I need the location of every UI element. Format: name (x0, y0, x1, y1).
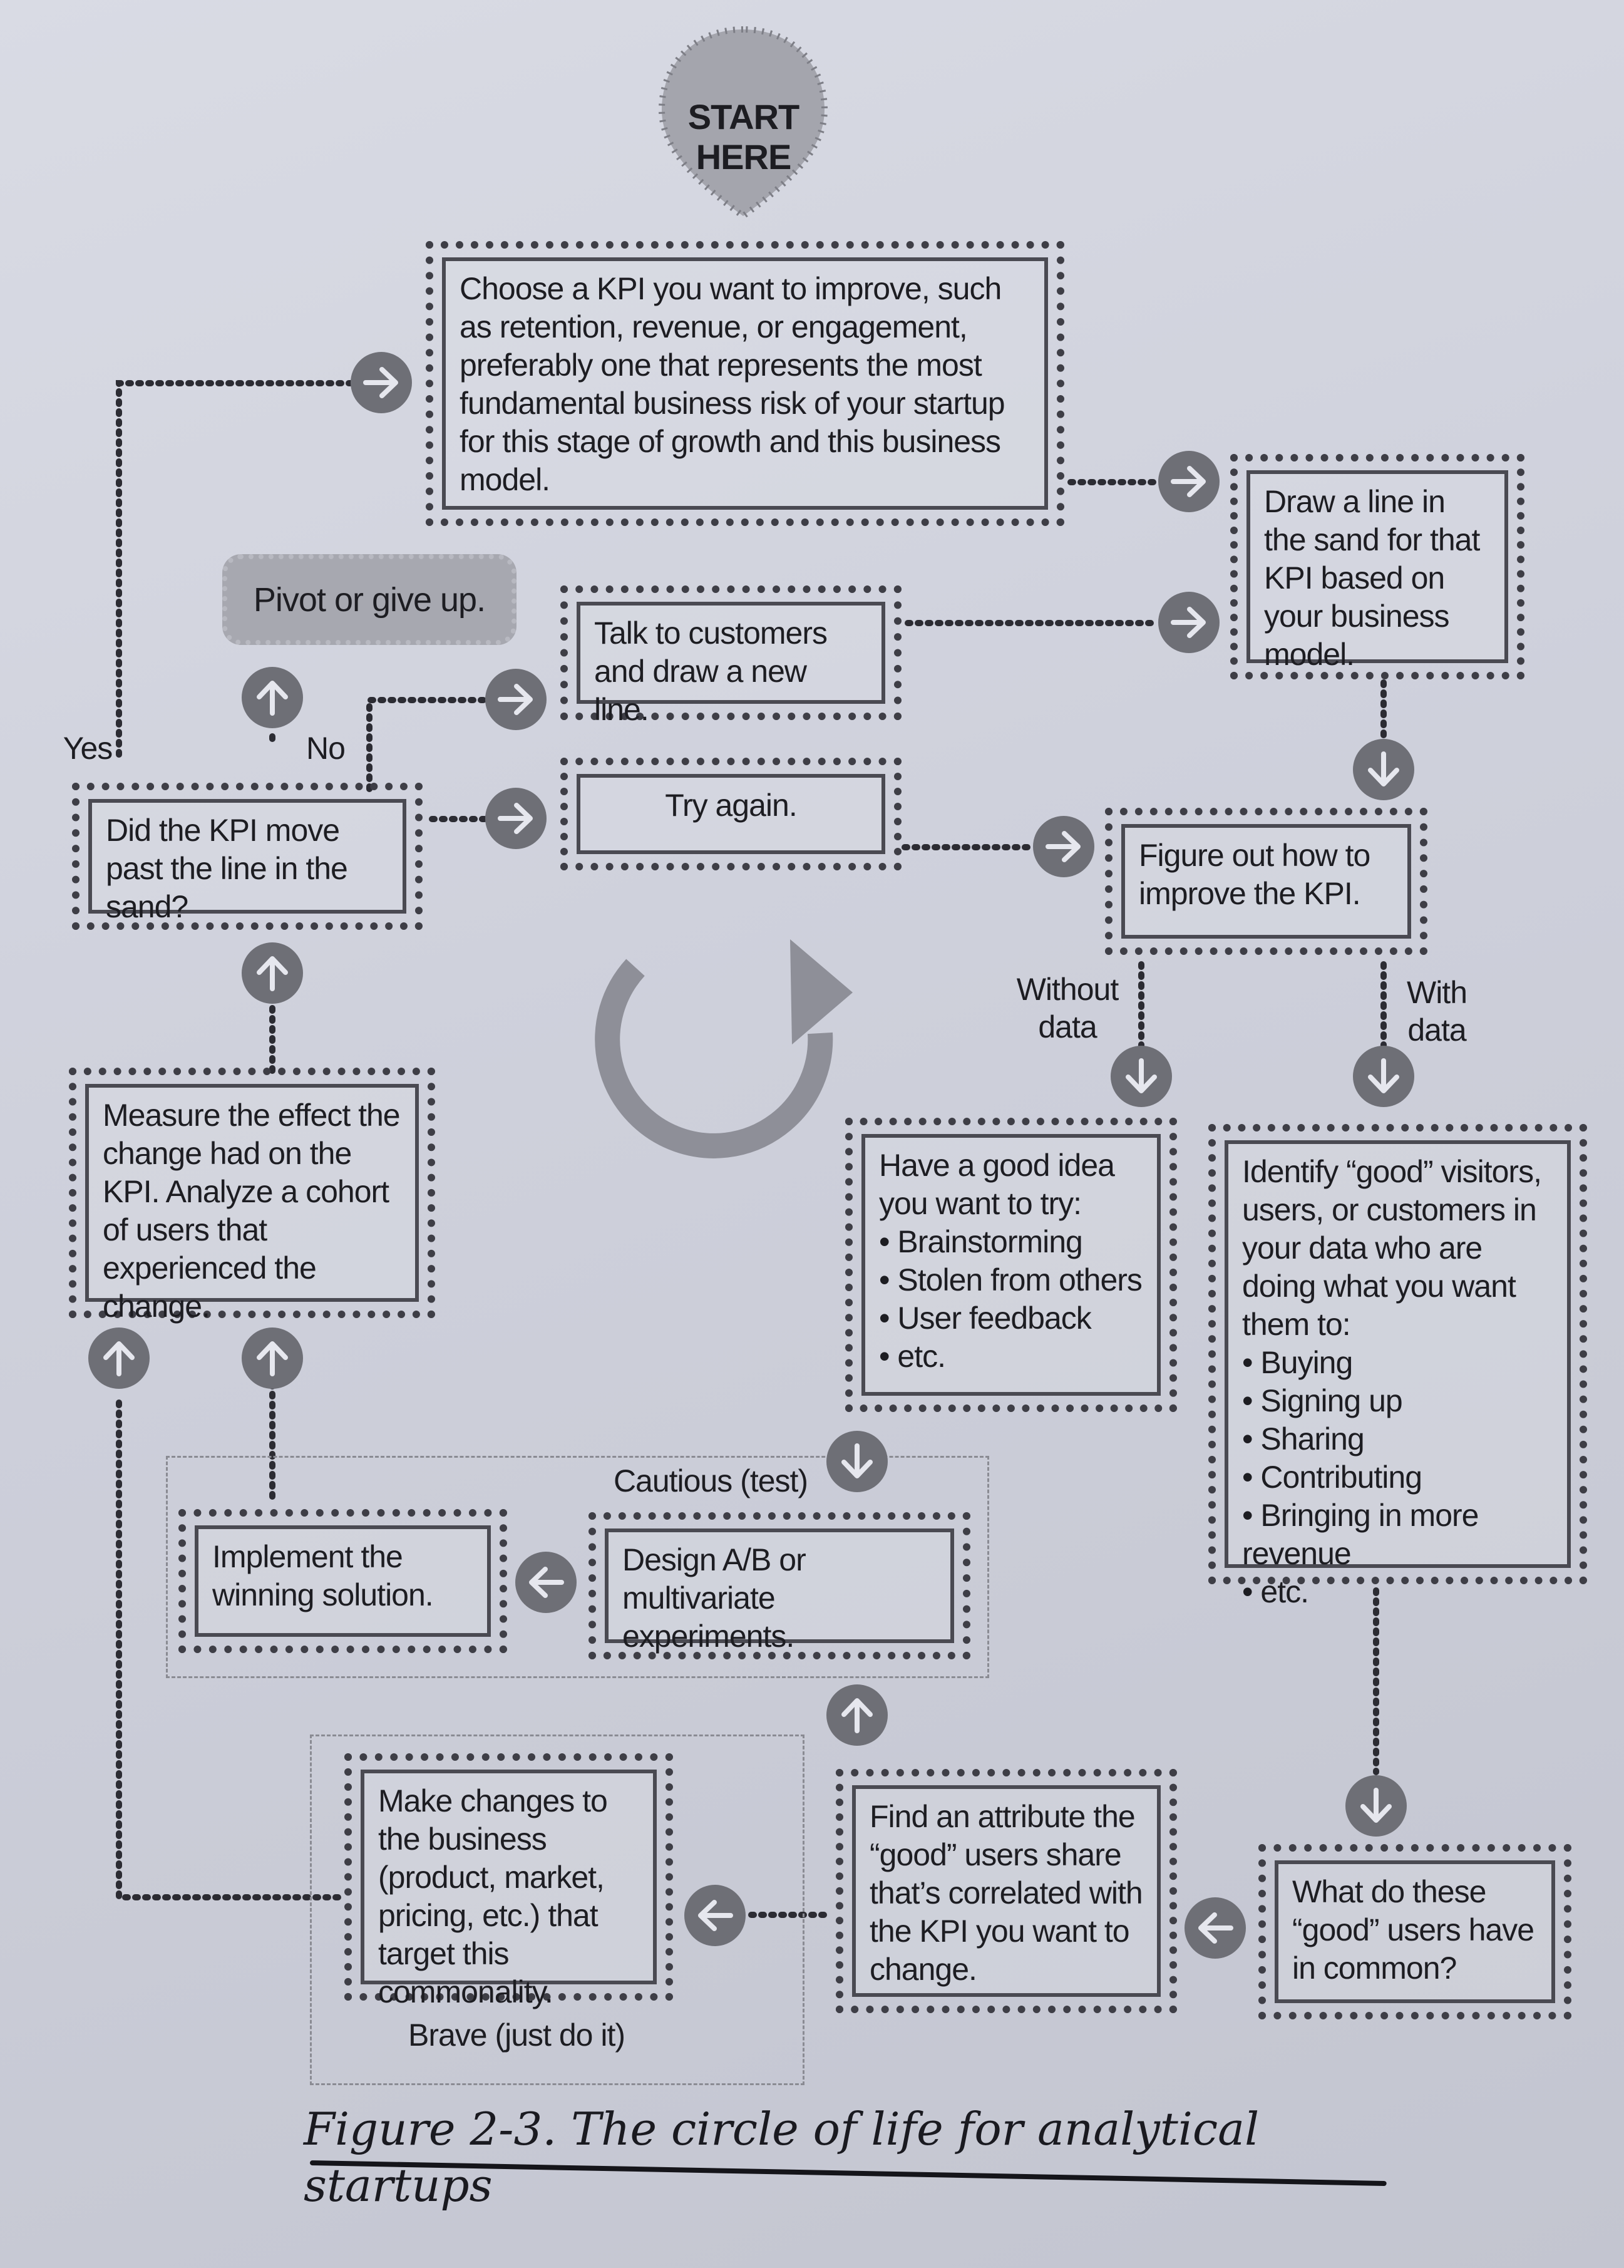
without-data-label: Without data (1005, 971, 1130, 1046)
arrow-down-icon (1111, 1046, 1172, 1107)
with-data-label: With data (1390, 974, 1484, 1049)
list-item: etc. (1242, 1573, 1553, 1611)
yes-label: Yes (63, 731, 113, 766)
kpi-moved-text: Did the KPI move past the line in the sa… (88, 799, 406, 924)
try-again-text: Try again. (577, 774, 885, 854)
list-item: Buying (1242, 1344, 1553, 1382)
talk-customers-text: Talk to customers and draw a new line. (577, 602, 885, 727)
find-attribute-text: Find an attribute the “good” users share… (852, 1785, 1161, 1997)
figure-out-box[interactable]: Figure out how to improve the KPI. (1105, 808, 1427, 955)
cautious-test-label: Cautious (test) (613, 1463, 808, 1498)
brave-label: Brave (just do it) (408, 2018, 625, 2053)
with-data-line1: With (1407, 975, 1467, 1010)
arrow-right-icon (1158, 451, 1220, 512)
identify-good-title: Identify “good” visitors, users, or cust… (1242, 1154, 1542, 1342)
make-changes-box[interactable]: Make changes to the business (product, m… (344, 1753, 673, 2009)
measure-box[interactable]: Measure the effect the change had on the… (69, 1068, 435, 1324)
with-data-line2: data (1407, 1013, 1466, 1048)
figure-caption: Figure 2-3. The circle of life for analy… (304, 2103, 1260, 2212)
list-item: Contributing (1242, 1458, 1553, 1497)
try-again-box[interactable]: Try again. (560, 758, 902, 870)
in-common-text: What do these “good” users have in commo… (1275, 1860, 1555, 2003)
kpi-moved-box[interactable]: Did the KPI move past the line in the sa… (72, 783, 423, 930)
arrow-right-icon (485, 788, 547, 849)
implement-text: Implement the winning solution. (195, 1525, 491, 1637)
identify-good-list: Buying Signing up Sharing Contributing B… (1242, 1344, 1553, 1611)
identify-good-box[interactable]: Identify “good” visitors, users, or cust… (1208, 1124, 1587, 1609)
arrow-up-icon (242, 1327, 303, 1389)
list-item: Brainstorming (879, 1223, 1143, 1261)
figure-out-text: Figure out how to improve the KPI. (1121, 824, 1411, 939)
start-here-pin[interactable]: START HERE (654, 22, 833, 222)
find-attribute-box[interactable]: Find an attribute the “good” users share… (836, 1769, 1177, 2013)
connector-brave-loop (116, 1393, 341, 1900)
arrow-up-icon (826, 1684, 888, 1746)
in-common-box[interactable]: What do these “good” users have in commo… (1258, 1844, 1571, 2019)
implement-box[interactable]: Implement the winning solution. (178, 1509, 507, 1653)
arrow-up-icon (88, 1327, 150, 1389)
arrow-left-icon (1185, 1897, 1246, 1959)
design-ab-text: Design A/B or multivariate experiments. (605, 1528, 954, 1654)
list-item: Sharing (1242, 1420, 1553, 1458)
draw-line-box[interactable]: Draw a line in the sand for that KPI bas… (1230, 454, 1524, 679)
arrow-right-icon (485, 669, 547, 730)
pivot-or-give-up-box[interactable]: Pivot or give up. (222, 554, 516, 645)
arrow-up-icon (242, 667, 303, 728)
arrow-left-icon (684, 1885, 746, 1946)
without-data-line2: data (1038, 1009, 1097, 1044)
cycle-icon (595, 959, 833, 1158)
good-idea-box[interactable]: Have a good idea you want to try: Brains… (845, 1118, 1177, 1412)
talk-customers-box[interactable]: Talk to customers and draw a new line. (560, 585, 902, 727)
good-idea-title: Have a good idea you want to try: (879, 1148, 1115, 1221)
without-data-line1: Without (1016, 972, 1119, 1007)
arrow-right-icon (1158, 592, 1220, 653)
list-item: Signing up (1242, 1382, 1553, 1420)
start-label-line1: START (687, 97, 800, 137)
list-item: Stolen from others (879, 1261, 1143, 1299)
arrow-down-icon (1353, 1046, 1414, 1107)
arrow-down-icon (1345, 1775, 1407, 1837)
arrow-down-icon (826, 1431, 888, 1492)
design-ab-box[interactable]: Design A/B or multivariate experiments. (588, 1512, 970, 1659)
measure-text: Measure the effect the change had on the… (85, 1084, 419, 1324)
list-item: etc. (879, 1338, 1143, 1376)
good-idea-list: Brainstorming Stolen from others User fe… (879, 1223, 1143, 1376)
arrow-right-icon (351, 352, 412, 413)
make-changes-text: Make changes to the business (product, m… (361, 1770, 657, 2009)
list-item: Bringing in more revenue (1242, 1497, 1553, 1573)
brave-frame (310, 1735, 804, 2085)
identify-good-content: Identify “good” visitors, users, or cust… (1225, 1140, 1571, 1609)
cycle-arrowhead (790, 939, 853, 1044)
arrow-right-icon (1033, 816, 1094, 877)
arrow-left-icon (515, 1552, 577, 1613)
cautious-test-frame (166, 1456, 989, 1678)
no-label: No (306, 731, 346, 766)
choose-kpi-text: Choose a KPI you want to improve, such a… (442, 257, 1048, 510)
choose-kpi-box[interactable]: Choose a KPI you want to improve, such a… (426, 241, 1064, 526)
location-pin-icon (658, 26, 828, 220)
arrow-up-icon (242, 942, 303, 1004)
connector-yes-loop (116, 380, 354, 758)
connector-no-to-talk (366, 697, 491, 792)
good-idea-content: Have a good idea you want to try: Brains… (861, 1134, 1161, 1396)
list-item: User feedback (879, 1299, 1143, 1338)
start-label-line2: HERE (696, 137, 792, 177)
pivot-text: Pivot or give up. (253, 580, 486, 619)
arrow-down-icon (1353, 739, 1414, 800)
draw-line-text: Draw a line in the sand for that KPI bas… (1246, 470, 1508, 672)
